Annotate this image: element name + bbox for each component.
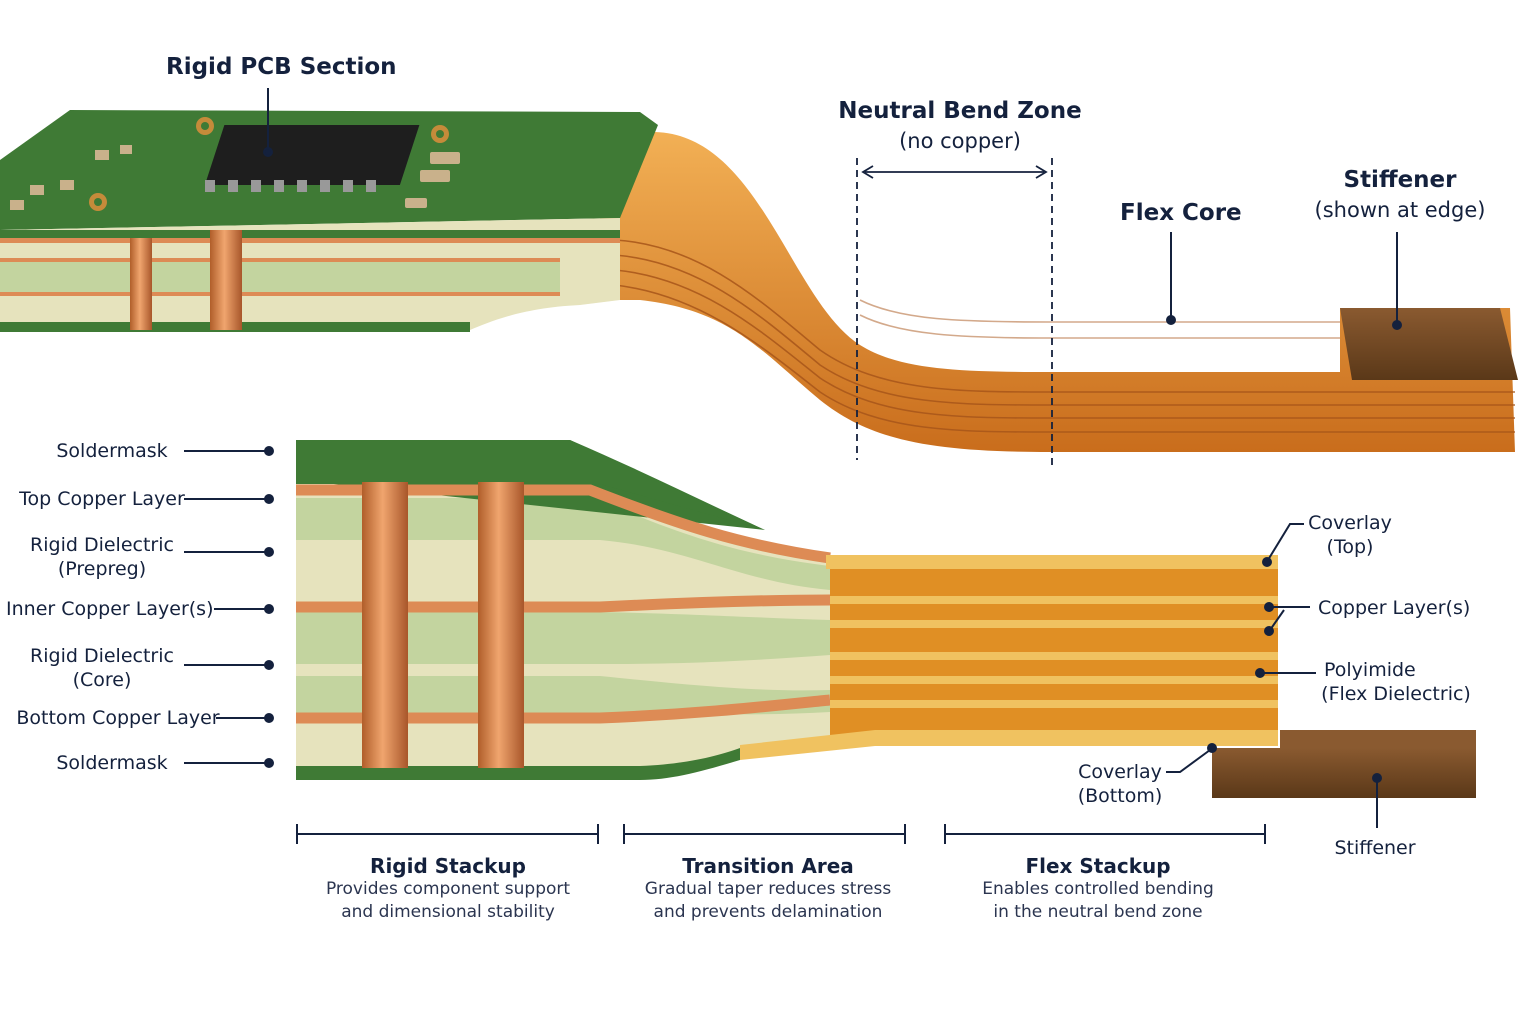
section-transition: Transition Area Gradual taper reduces st…	[618, 854, 918, 924]
label-inner-copper: Inner Copper Layer(s)	[6, 598, 214, 620]
smd-components	[10, 117, 460, 211]
stiffener-top-sub: (shown at edge)	[1314, 198, 1486, 222]
label-coverlay-bottom-2: (Bottom)	[1077, 785, 1163, 807]
label-core-line1: Rigid Dielectric	[30, 645, 174, 667]
via-2	[478, 482, 524, 768]
right-callouts	[1166, 523, 1382, 828]
rigid-pcb-title: Rigid PCB Section	[166, 54, 397, 80]
label-top-copper: Top Copper Layer	[19, 488, 185, 510]
chip	[204, 125, 420, 192]
section-rigid-desc2: and dimensional stability	[341, 902, 555, 922]
left-callouts	[184, 446, 274, 768]
section-transition-title: Transition Area	[682, 854, 854, 878]
section-transition-desc2: and prevents delamination	[653, 902, 883, 922]
flex-stackup	[740, 555, 1278, 760]
label-coverlay-bottom-1: Coverlay	[1078, 761, 1162, 783]
label-prepreg-line1: Rigid Dielectric	[30, 534, 174, 556]
neutral-bend-zone-title: Neutral Bend Zone (no copper)	[830, 96, 1090, 156]
top-3d-board	[0, 110, 1518, 452]
section-transition-desc1: Gradual taper reduces stress	[644, 879, 892, 899]
label-coverlay-bottom: Coverlay (Bottom)	[1070, 760, 1170, 808]
label-stiffener-bottom: Stiffener	[1334, 837, 1416, 859]
stiffener-block	[1340, 308, 1518, 380]
stiffener-top-title: Stiffener	[1343, 167, 1457, 193]
via-1	[362, 482, 408, 768]
label-core-line2: (Core)	[72, 669, 132, 691]
rigid-copper	[296, 484, 831, 724]
neutral-zone-markers	[856, 158, 1053, 465]
label-copper-layers: Copper Layer(s)	[1318, 597, 1471, 619]
section-brackets	[296, 824, 1266, 844]
section-flex-title: Flex Stackup	[1025, 854, 1171, 878]
neutral-bend-zone-sub: (no copper)	[899, 129, 1021, 153]
label-coverlay-top-2: (Top)	[1326, 536, 1374, 558]
label-core: Rigid Dielectric (Core)	[10, 644, 194, 692]
label-bottom-copper: Bottom Copper Layer	[16, 707, 220, 729]
label-polyimide: Polyimide (Flex Dielectric)	[1318, 658, 1474, 706]
section-rigid-desc1: Provides component support	[325, 879, 571, 899]
top-callouts	[263, 88, 1402, 330]
section-flex-desc2: in the neutral bend zone	[993, 902, 1203, 922]
section-flex-desc1: Enables controlled bending	[982, 879, 1214, 899]
soldermask-bottom	[296, 748, 740, 780]
label-polyimide-2: (Flex Dielectric)	[1321, 683, 1471, 705]
label-polyimide-1: Polyimide	[1324, 659, 1416, 681]
label-soldermask-top: Soldermask	[56, 440, 168, 462]
flex-ribbon-top	[600, 132, 1515, 452]
label-prepreg-line2: (Prepreg)	[57, 558, 147, 580]
neutral-bend-zone-label: Neutral Bend Zone	[838, 98, 1082, 124]
label-coverlay-top: Coverlay (Top)	[1300, 511, 1400, 559]
label-coverlay-top-1: Coverlay	[1308, 512, 1392, 534]
label-prepreg: Rigid Dielectric (Prepreg)	[10, 533, 194, 581]
section-rigid: Rigid Stackup Provides component support…	[300, 854, 596, 924]
section-flex: Flex Stackup Enables controlled bending …	[950, 854, 1246, 924]
cross-section	[296, 440, 1476, 798]
stiffener-top-label: Stiffener (shown at edge)	[1300, 165, 1500, 225]
flex-core-label: Flex Core	[1120, 200, 1242, 226]
flex-ribbon-lines	[614, 239, 1515, 433]
section-rigid-title: Rigid Stackup	[370, 854, 526, 878]
stiffener-cross	[1212, 730, 1476, 798]
label-soldermask-bottom: Soldermask	[56, 752, 168, 774]
